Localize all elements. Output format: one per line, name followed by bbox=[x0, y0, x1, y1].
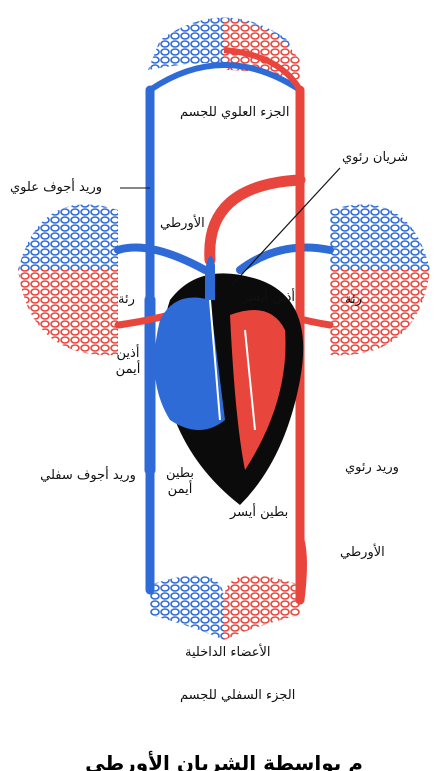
label-aorta-top: الأورطي bbox=[160, 216, 205, 232]
label-right-atrium: أذين أيمن bbox=[108, 346, 148, 378]
label-right-ventricle: بطين أيمن bbox=[160, 466, 200, 498]
label-superior-vena-cava: وريد أجوف علوي bbox=[10, 180, 102, 196]
label-left-ventricle: بطين أيسر bbox=[230, 505, 288, 521]
label-inferior-vena-cava: وريد أجوف سفلي bbox=[38, 468, 138, 484]
label-left-atrium: أذين أيسر bbox=[242, 290, 295, 306]
upper-body-capillaries bbox=[148, 18, 300, 91]
label-lung-left: رئة bbox=[118, 292, 135, 308]
label-lung-right: رئة bbox=[345, 292, 362, 308]
left-lung-capillaries bbox=[18, 204, 118, 355]
lower-body-capillaries bbox=[150, 575, 300, 640]
caption: م بواسطة الشريان الأورطي bbox=[0, 748, 448, 771]
label-aorta-bottom: الأورطي bbox=[340, 545, 385, 561]
label-upper-body: الجزء العلوي للجسم bbox=[180, 105, 289, 121]
label-lower-body: الجزء السفلي للجسم bbox=[180, 688, 295, 704]
label-pulmonary-artery: شريان رئوي bbox=[342, 150, 408, 166]
label-pulmonary-vein: وريد رئوي bbox=[345, 460, 399, 476]
label-internal-organs: الأعضاء الداخلية bbox=[185, 645, 271, 661]
right-lung-capillaries bbox=[330, 204, 430, 355]
